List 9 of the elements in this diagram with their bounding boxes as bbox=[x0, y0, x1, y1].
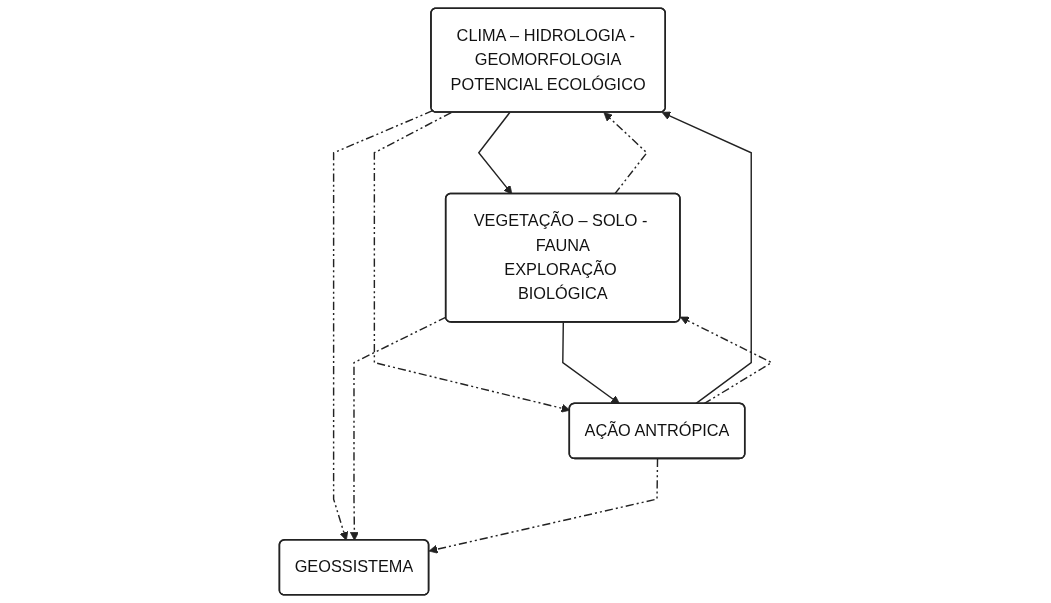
arrow bbox=[349, 316, 447, 541]
arrow bbox=[680, 316, 774, 405]
arrow bbox=[428, 458, 659, 554]
arrow bbox=[562, 321, 620, 405]
arrow bbox=[373, 111, 571, 413]
arrow bbox=[603, 112, 648, 195]
arrow bbox=[661, 111, 752, 405]
arrow bbox=[477, 111, 513, 195]
arrow bbox=[332, 110, 434, 541]
